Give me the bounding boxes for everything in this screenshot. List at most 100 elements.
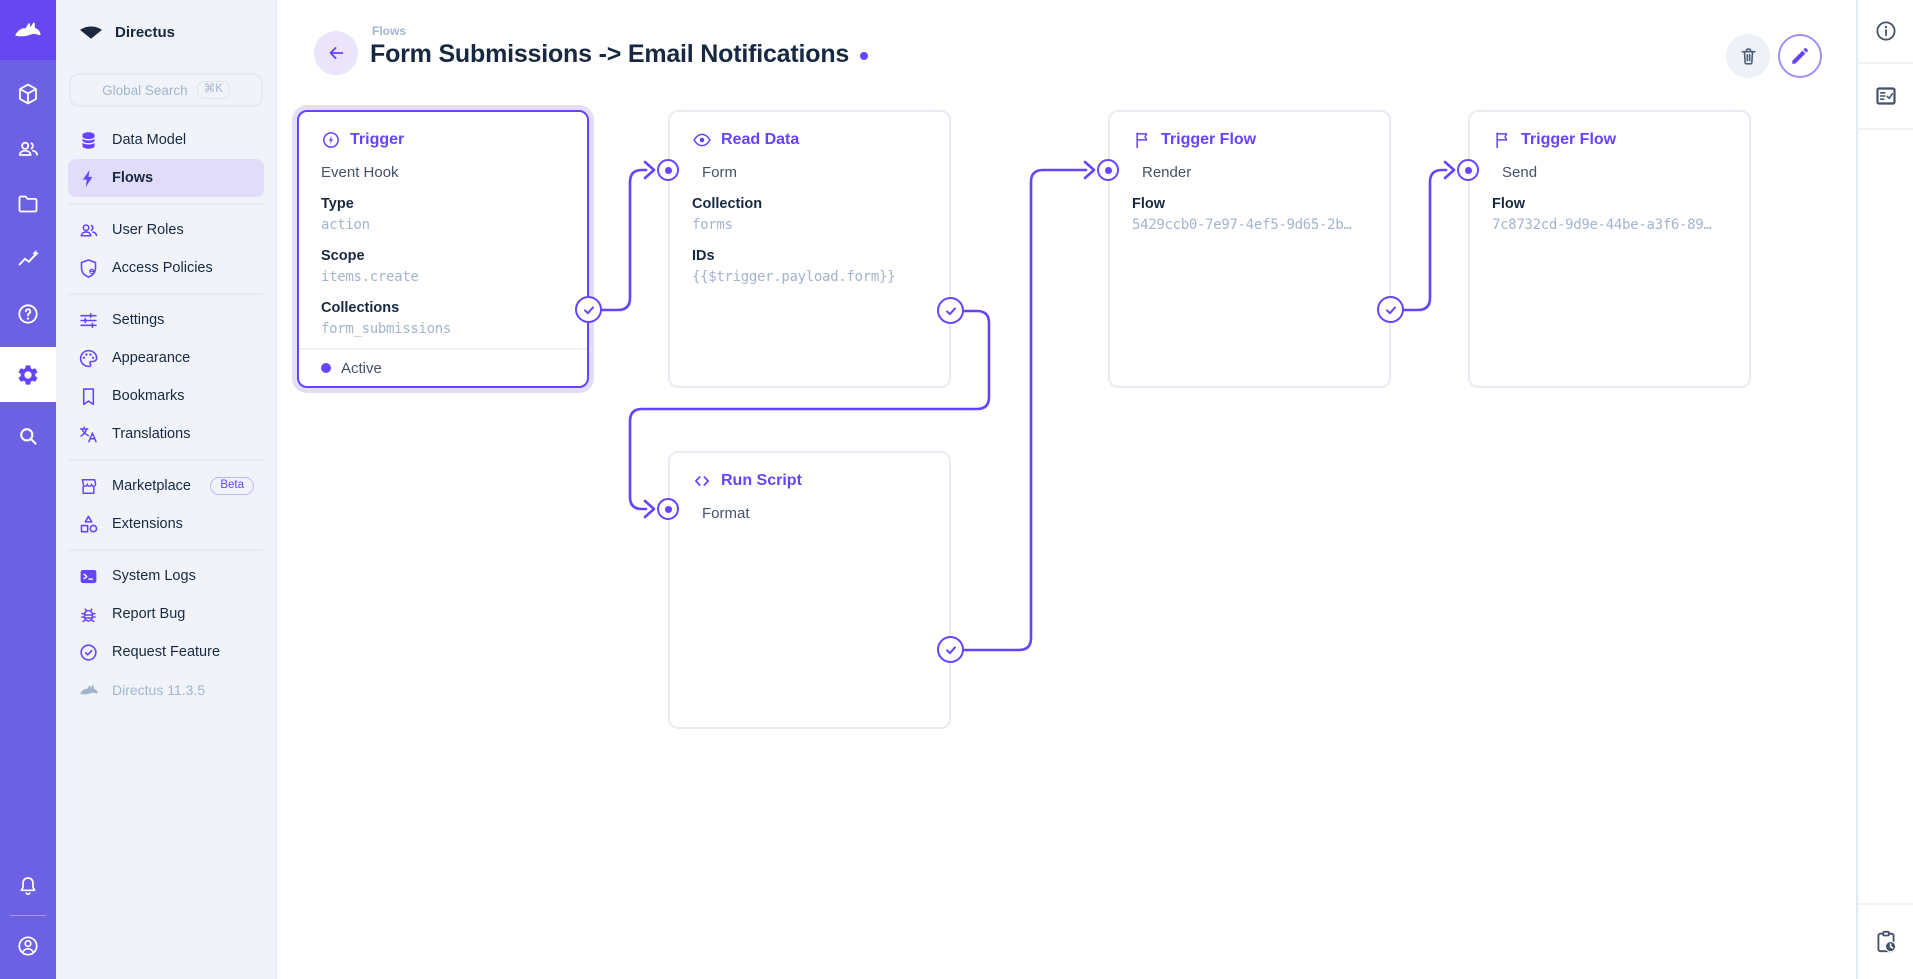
- card-type-label: Read Data: [721, 131, 800, 148]
- field-value: {{$trigger.payload.form}}: [692, 269, 896, 285]
- module-content[interactable]: [0, 66, 56, 121]
- sidebar-item-label: Marketplace: [112, 478, 191, 494]
- sidebar-item-appearance[interactable]: Appearance: [68, 339, 264, 377]
- sidebar-item-system-logs[interactable]: System Logs: [68, 557, 264, 595]
- field-value: action: [321, 217, 370, 233]
- module-files[interactable]: [0, 176, 56, 231]
- insights-icon: [16, 247, 40, 271]
- module-help[interactable]: [0, 286, 56, 341]
- sidebar-item-marketplace[interactable]: Marketplace Beta: [68, 467, 264, 505]
- operation-card-trigger-flow-send[interactable]: Trigger Flow Send Flow 7c8732cd-9d9e-44b…: [1468, 110, 1751, 388]
- module-settings[interactable]: [0, 347, 56, 402]
- delete-flow-button[interactable]: [1726, 34, 1770, 78]
- page-title-row: Form Submissions -> Email Notifications: [370, 40, 869, 69]
- status-dot: [321, 363, 331, 373]
- activity-log-panel-button[interactable]: [1858, 64, 1913, 130]
- card-name: Format: [702, 505, 750, 522]
- field-label: Collection: [692, 196, 763, 212]
- clipboard-history-button[interactable]: [1858, 903, 1913, 979]
- sidebar-item-translations[interactable]: Translations: [68, 415, 264, 453]
- flag-icon: [1492, 130, 1512, 150]
- sidebar-item-user-roles[interactable]: User Roles: [68, 211, 264, 249]
- storefront-icon: [78, 476, 99, 497]
- port-dot: [1464, 166, 1472, 174]
- sidebar-item-report-bug[interactable]: Report Bug: [68, 595, 264, 633]
- back-button[interactable]: [314, 31, 358, 75]
- code-icon: [692, 471, 712, 491]
- bolt-circle-icon: [321, 130, 341, 150]
- sidebar-divider: [69, 293, 263, 295]
- arrow-left-icon: [325, 42, 347, 64]
- field-value: items.create: [321, 269, 419, 285]
- card-type-row: Read Data: [692, 130, 927, 150]
- operation-card-run-script[interactable]: Run Script Format: [668, 451, 951, 729]
- resolve-port-read-data[interactable]: [937, 297, 964, 324]
- sidebar-item-settings[interactable]: Settings: [68, 301, 264, 339]
- resolve-port-trigger-flow-render[interactable]: [1377, 296, 1404, 323]
- project-header[interactable]: Directus: [68, 0, 264, 64]
- check-icon: [1384, 303, 1398, 317]
- module-search[interactable]: [0, 408, 56, 463]
- search-placeholder: Global Search: [102, 82, 188, 98]
- sidebar-item-label: Access Policies: [112, 260, 213, 276]
- resolve-port-trigger[interactable]: [575, 296, 602, 323]
- operation-card-trigger[interactable]: Trigger Event Hook Type action Scope ite…: [297, 110, 589, 388]
- project-name: Directus: [115, 23, 176, 41]
- help-icon: [16, 302, 40, 326]
- shield-person-icon: [78, 258, 99, 279]
- resolve-port-run-script[interactable]: [937, 636, 964, 663]
- card-name: Form: [702, 164, 737, 181]
- card-type-row: Trigger: [321, 130, 565, 150]
- sidebar-item-data-model[interactable]: Data Model: [68, 121, 264, 159]
- global-search-input[interactable]: Global Search ⌘K: [69, 73, 263, 107]
- module-bar: [0, 0, 56, 979]
- edit-flow-button[interactable]: [1778, 34, 1822, 78]
- info-icon: [1874, 19, 1898, 43]
- info-panel-button[interactable]: [1858, 0, 1913, 64]
- search-shortcut-badge: ⌘K: [196, 81, 230, 99]
- right-sidebar-spacer: [1858, 130, 1913, 903]
- input-port-run-script[interactable]: [657, 498, 679, 520]
- module-users[interactable]: [0, 121, 56, 176]
- field-label: IDs: [692, 248, 715, 264]
- box-icon: [16, 82, 40, 106]
- sidebar-item-bookmarks[interactable]: Bookmarks: [68, 377, 264, 415]
- search-icon: [16, 424, 40, 448]
- nav-sidebar: Directus Global Search ⌘K Data Model Flo…: [56, 0, 277, 979]
- project-logo-tile[interactable]: [0, 0, 56, 60]
- input-port-trigger-flow-render[interactable]: [1097, 159, 1119, 181]
- port-dot: [1104, 166, 1112, 174]
- field-label: Type: [321, 196, 354, 212]
- operation-card-read-data[interactable]: Read Data Form Collection forms IDs {{$t…: [668, 110, 951, 388]
- breadcrumb[interactable]: Flows: [372, 24, 407, 38]
- eye-icon: [692, 130, 712, 150]
- input-port-read-data[interactable]: [657, 159, 679, 181]
- field-value: forms: [692, 217, 733, 233]
- field-label: Flow: [1492, 196, 1526, 212]
- field-value: 7c8732cd-9d9e-44be-a3f6-89…: [1492, 217, 1712, 233]
- sidebar-item-extensions[interactable]: Extensions: [68, 505, 264, 543]
- field-label: Scope: [321, 248, 365, 264]
- field-value: 5429ccb0-7e97-4ef5-9d65-2b…: [1132, 217, 1352, 233]
- sidebar-item-request-feature[interactable]: Request Feature: [68, 633, 264, 671]
- operation-card-trigger-flow-render[interactable]: Trigger Flow Render Flow 5429ccb0-7e97-4…: [1108, 110, 1391, 388]
- people-icon: [78, 220, 99, 241]
- card-name: Render: [1142, 164, 1192, 181]
- sidebar-item-flows[interactable]: Flows: [68, 159, 264, 197]
- category-icon: [78, 514, 99, 535]
- directus-rabbit-icon: [12, 14, 44, 46]
- tune-icon: [78, 310, 99, 331]
- pencil-icon: [1789, 45, 1811, 67]
- sidebar-item-label: Data Model: [112, 132, 187, 148]
- input-port-trigger-flow-send[interactable]: [1457, 159, 1479, 181]
- card-type-row: Trigger Flow: [1492, 130, 1727, 150]
- database-icon: [78, 130, 99, 151]
- check-icon: [944, 304, 958, 318]
- gear-icon: [16, 363, 40, 387]
- sidebar-item-access-policies[interactable]: Access Policies: [68, 249, 264, 287]
- notifications-button[interactable]: [0, 858, 56, 913]
- module-insights[interactable]: [0, 231, 56, 286]
- account-button[interactable]: [0, 918, 56, 973]
- seal-check-icon: [78, 642, 99, 663]
